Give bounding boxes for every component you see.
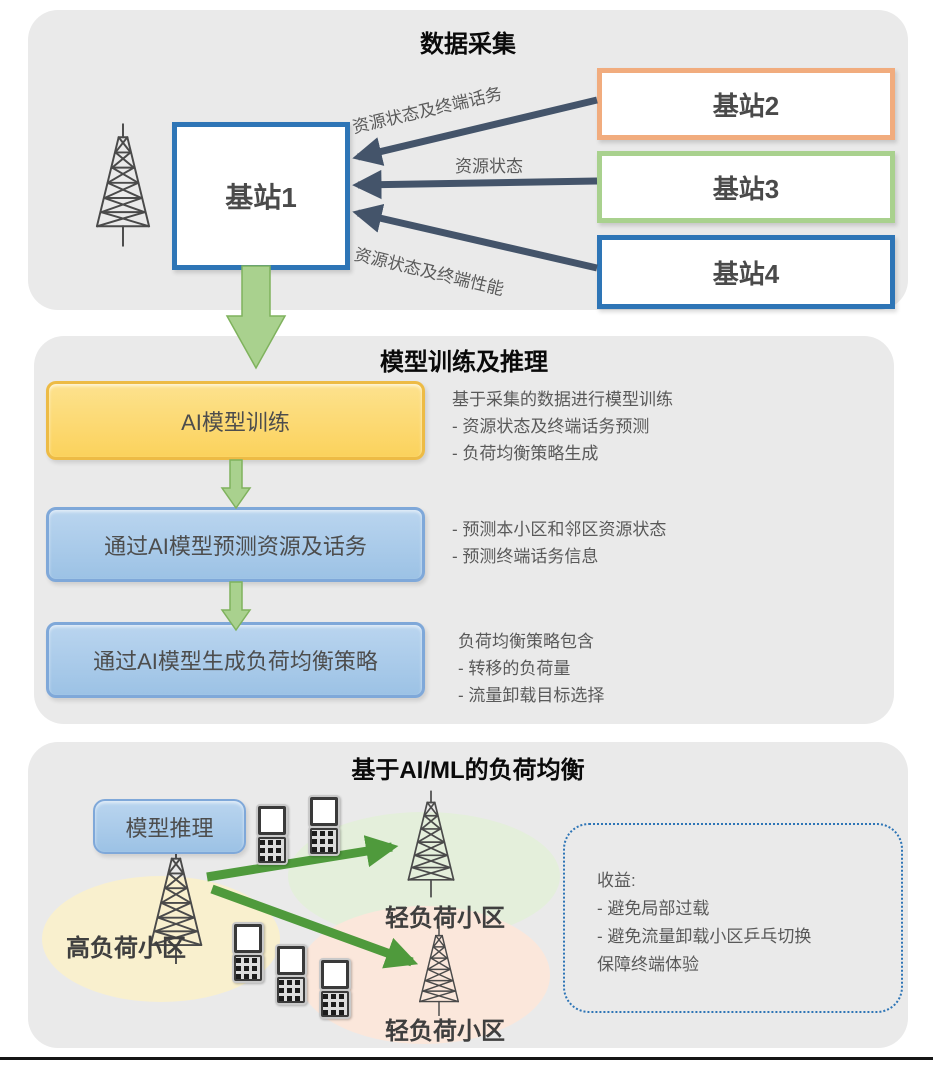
phone-keypad: [234, 955, 262, 981]
phone-screen: [258, 806, 286, 835]
model-inference-box: 模型推理: [93, 799, 246, 854]
step-predict-resources: 通过AI模型预测资源及话务: [46, 507, 425, 582]
benefits-line: 收益:: [597, 871, 636, 890]
benefits-line: - 避免流量卸载小区乒乓切换: [597, 927, 812, 946]
note-line: - 负荷均衡策略生成: [452, 444, 599, 463]
light-load-cell-2-label: 轻负荷小区: [385, 1018, 505, 1045]
radio-tower-icon: [418, 926, 460, 1016]
mobile-phone-icon: [233, 924, 263, 981]
light-load-cell-1-label: 轻负荷小区: [385, 905, 505, 932]
benefits-line: 保障终端体验: [597, 955, 699, 974]
phone-keypad: [310, 828, 338, 854]
mobile-phone-icon: [309, 797, 339, 854]
mobile-phone-icon: [276, 946, 306, 1003]
note-line: - 流量卸载目标选择: [458, 686, 605, 705]
note-line: - 预测本小区和邻区资源状态: [452, 520, 667, 539]
panel3-title: 基于AI/ML的负荷均衡: [351, 757, 585, 784]
note-line: - 预测终端话务信息: [452, 547, 599, 566]
base-station-3-box: 基站3: [597, 151, 895, 223]
benefits-box: 收益: - 避免局部过载 - 避免流量卸载小区乒乓切换 保障终端体验: [563, 823, 903, 1013]
panel2-title: 模型训练及推理: [380, 349, 548, 376]
step-ai-model-training: AI模型训练: [46, 381, 425, 460]
note-line: - 资源状态及终端话务预测: [452, 417, 650, 436]
high-load-cell-label: 高负荷小区: [66, 935, 186, 962]
base-station-4-box: 基站4: [597, 235, 895, 309]
base-station-1-box: 基站1: [172, 122, 350, 270]
mobile-phone-icon: [257, 806, 287, 863]
note-strategy: 负荷均衡策略包含 - 转移的负荷量 - 流量卸载目标选择: [458, 628, 604, 709]
phone-keypad: [277, 977, 305, 1003]
phone-screen: [321, 960, 349, 989]
phone-screen: [234, 924, 262, 953]
note-prediction: - 预测本小区和邻区资源状态 - 预测终端话务信息: [452, 516, 666, 570]
benefits-line: - 避免局部过载: [597, 899, 710, 918]
note-training: 基于采集的数据进行模型训练 - 资源状态及终端话务预测 - 负荷均衡策略生成: [452, 386, 673, 467]
phone-screen: [277, 946, 305, 975]
step-generate-strategy: 通过AI模型生成负荷均衡策略: [46, 622, 425, 698]
phone-keypad: [258, 837, 286, 863]
phone-screen: [310, 797, 338, 826]
radio-tower-icon: [95, 123, 151, 247]
note-line: 负荷均衡策略包含: [458, 632, 594, 651]
radio-tower-icon: [407, 790, 455, 898]
benefits-text: 收益: - 避免局部过载 - 避免流量卸载小区乒乓切换 保障终端体验: [597, 867, 811, 979]
note-line: - 转移的负荷量: [458, 659, 571, 678]
arrow-label-bs3: 资源状态: [455, 157, 523, 176]
mobile-phone-icon: [320, 960, 350, 1017]
panel1-title: 数据采集: [420, 31, 516, 58]
phone-keypad: [321, 991, 349, 1017]
bottom-divider-line: [0, 1057, 933, 1060]
base-station-2-box: 基站2: [597, 68, 895, 140]
note-line: 基于采集的数据进行模型训练: [452, 390, 673, 409]
